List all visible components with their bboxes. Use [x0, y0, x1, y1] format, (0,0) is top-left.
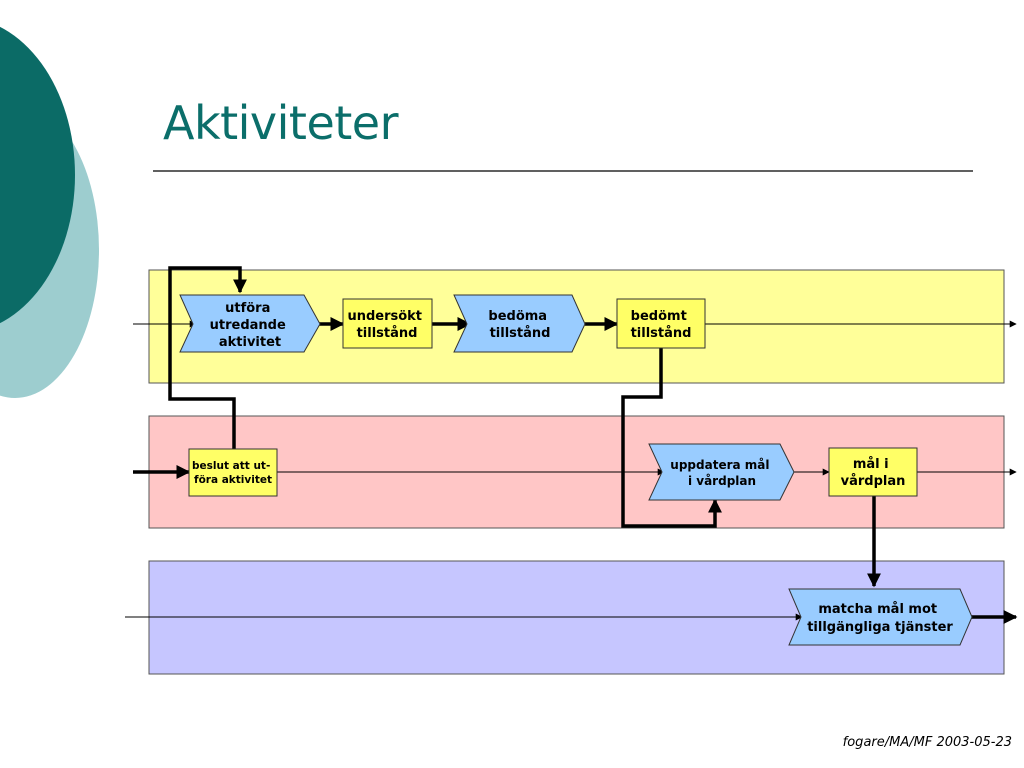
uppdatera-process-shape — [648, 443, 795, 501]
beslut-state-box — [188, 448, 278, 497]
utfora-label-line-2: utredande — [210, 318, 286, 333]
utfora-label: utföra utredande aktivitet — [210, 301, 291, 350]
mal-i-label-line-2: vårdplan — [841, 474, 906, 489]
bedoma-label: bedöma tillstånd — [488, 309, 551, 341]
beslut-to-utfora-path — [168, 266, 247, 449]
thin-flow-lines — [125, 320, 1017, 621]
footer-credit: fogare/MA/MF 2003-05-23 — [842, 735, 1012, 750]
utfora-label-line-1: utföra — [225, 301, 270, 316]
undersokt-state-box — [342, 298, 433, 349]
bedoma-label-line-2: tillstånd — [490, 326, 551, 341]
mal-i-label-line-1: mål i — [853, 457, 889, 472]
dark-teal-circle — [0, 26, 75, 324]
uppdatera-label: uppdatera mål i vårdplan — [670, 458, 773, 488]
bedomt-label-line-1: bedömt — [631, 309, 687, 324]
beslut-label-line-1: beslut att ut- — [192, 460, 270, 472]
matcha-label: matcha mål mot tillgängliga tjänster — [807, 602, 953, 635]
mal-i-label: mål i vårdplan — [841, 457, 906, 489]
matcha-process-shape — [788, 588, 973, 646]
bedoma-process-shape — [453, 294, 586, 353]
thick-flow-lines — [133, 266, 1018, 624]
bedomt-state-box — [616, 298, 706, 349]
uppdatera-label-line-1: uppdatera mål — [670, 458, 769, 472]
utfora-process-shape — [179, 294, 321, 353]
bedoma-label-line-1: bedöma — [488, 309, 547, 324]
bedomt-label-line-2: tillstånd — [631, 326, 692, 341]
utfora-label-line-3: aktivitet — [219, 335, 281, 350]
uppdatera-label-line-2: i vårdplan — [688, 474, 756, 488]
matcha-label-line-1: matcha mål mot — [818, 602, 937, 617]
mal-i-state-box — [828, 447, 918, 497]
beslut-label-line-2: föra aktivitet — [194, 474, 272, 486]
undersokt-label: undersökt tillstånd — [347, 309, 426, 341]
beslut-label: beslut att ut- föra aktivitet — [192, 460, 274, 486]
slide-title: Aktiviteter — [163, 96, 399, 150]
bedomt-to-uppdatera-path — [621, 348, 722, 528]
bedomt-label: bedömt tillstånd — [631, 309, 692, 341]
undersokt-label-line-1: undersökt — [347, 309, 422, 324]
undersokt-label-line-2: tillstånd — [357, 326, 418, 341]
matcha-label-line-2: tillgängliga tjänster — [807, 620, 953, 635]
